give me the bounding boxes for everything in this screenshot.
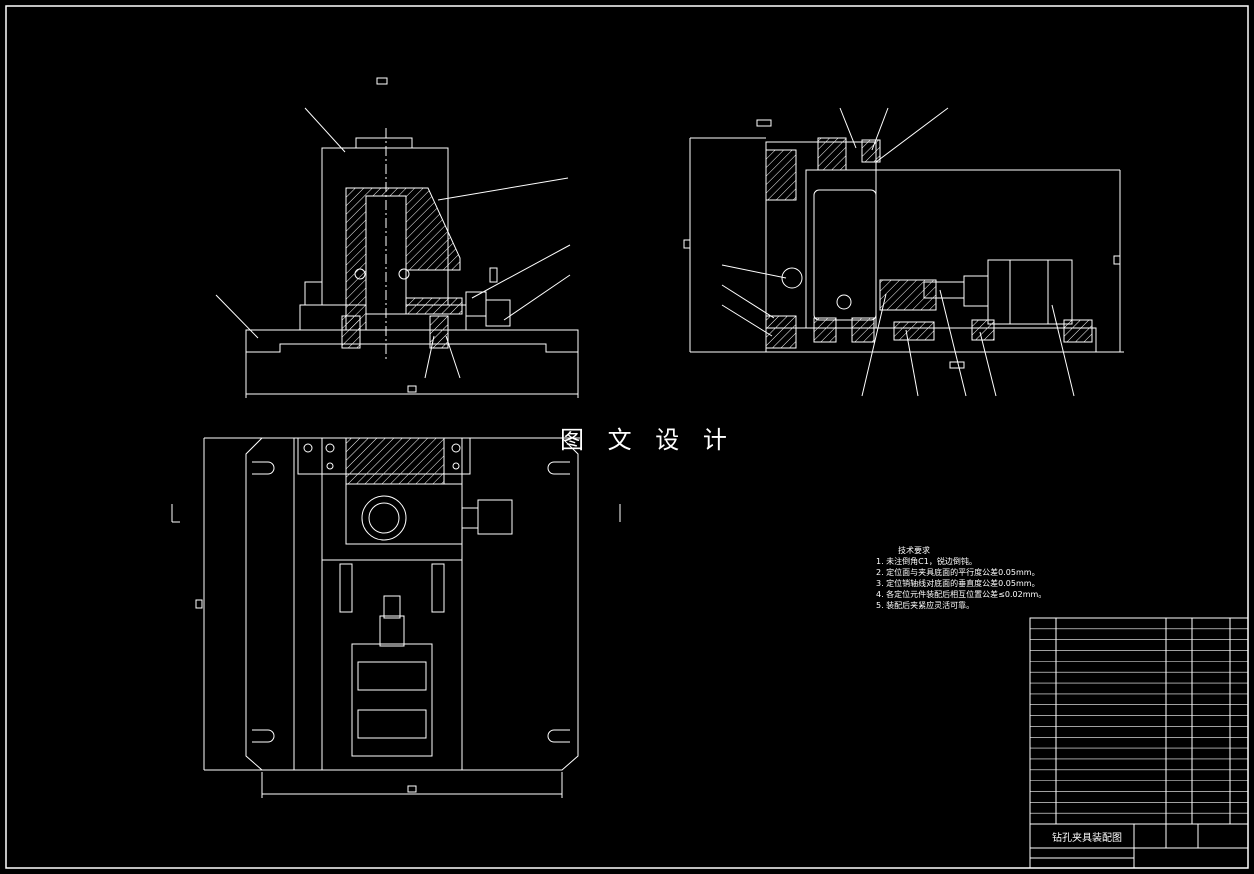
plan-view [171,437,621,798]
note-item: 5. 装配后夹紧应灵活可靠。 [876,601,975,610]
watermark-text: 图 文 设 计 [560,426,735,454]
note-item: 3. 定位销轴线对底面的垂直度公差0.05mm。 [876,579,1040,588]
side-view [683,107,1124,397]
drawing-border [5,5,1249,869]
drawing-title: 钻孔夹具装配图 [1052,833,1122,844]
note-item: 4. 各定位元件装配后相互位置公差≤0.02mm。 [876,590,1047,599]
note-item: 1. 未注倒角C1，锐边倒钝。 [876,557,977,566]
technical-requirements: 技术要求 1. 未注倒角C1，锐边倒钝。 2. 定位面与夹具底面的平行度公差0.… [876,545,1046,611]
notes-title: 技术要求 [898,546,930,555]
note-item: 2. 定位面与夹具底面的平行度公差0.05mm。 [876,568,1040,577]
title-block [1029,617,1249,869]
front-view [215,77,579,398]
